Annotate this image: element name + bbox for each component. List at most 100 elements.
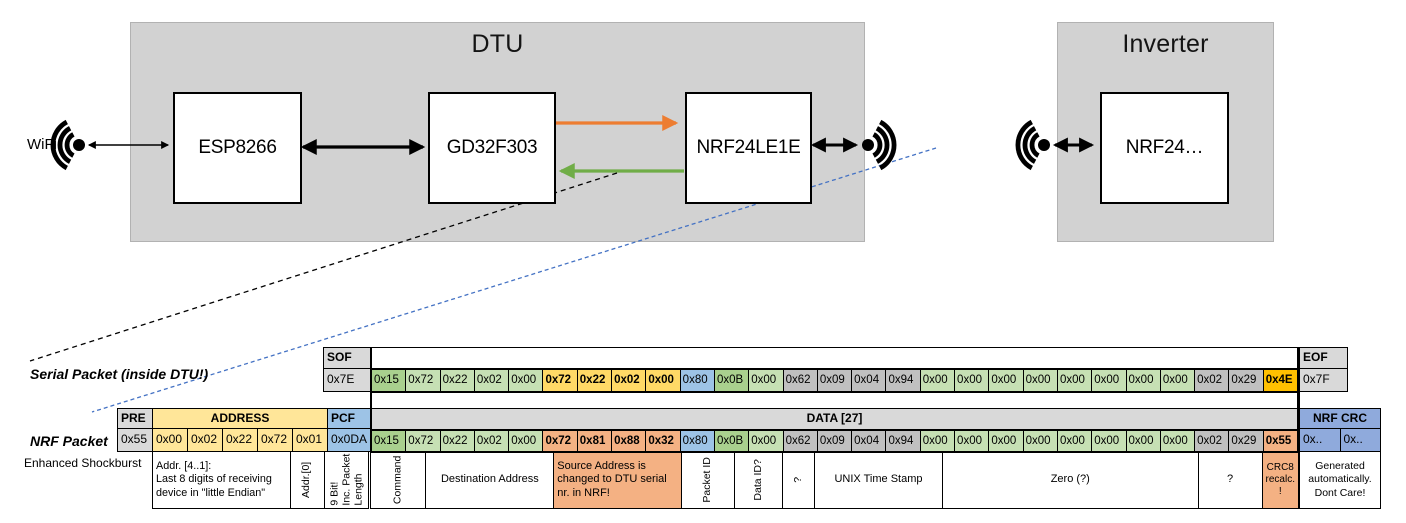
- nrf-packet-label: NRF Packet: [30, 433, 108, 449]
- annotation-cell: ?: [1199, 452, 1263, 508]
- nrf24le1e-label: NRF24LE1E: [696, 137, 801, 158]
- esp8266-box: ESP8266: [173, 92, 302, 204]
- gd32f303-box: GD32F303: [428, 92, 556, 204]
- crc-annotation-text: Generated automatically. Dont Care!: [1308, 460, 1372, 499]
- nrf24le1e-box: NRF24LE1E: [685, 92, 812, 204]
- byte-cell: 0x00: [1159, 431, 1195, 451]
- nrf-pre-column: PRE 0x55: [117, 408, 153, 452]
- byte-cell: 0x00: [1056, 431, 1092, 451]
- eof-value: 0x7F: [1299, 368, 1348, 392]
- byte-cell: 0x02: [611, 370, 646, 391]
- byte-cell: 0x88: [611, 431, 646, 451]
- esp8266-label: ESP8266: [198, 137, 277, 158]
- byte-cell: 0x22: [576, 370, 612, 391]
- byte-cell: 0x00: [988, 431, 1023, 451]
- pre-value: 0x55: [117, 428, 153, 452]
- pcf-value: 0x0DA: [327, 428, 372, 452]
- annotation-crc-cell: Generated automatically. Dont Care!: [1299, 452, 1381, 509]
- byte-cell: 0x94: [885, 370, 920, 391]
- byte-cell: 0x00: [1091, 370, 1126, 391]
- annotation-cell: UNIX Time Stamp: [815, 452, 943, 508]
- annotation-cell: Packet ID: [682, 452, 735, 508]
- wifi-label: WiFi: [27, 136, 57, 153]
- serial-sof-column: SOF 0x7E: [323, 347, 372, 392]
- serial-header-rule: [371, 347, 1299, 349]
- byte-cell: 0x0B: [713, 370, 749, 391]
- enhanced-shockburst-label: Enhanced Shockburst: [24, 456, 142, 470]
- address-byte-cell: 0x22: [222, 428, 258, 452]
- address-byte-cell: 0x00: [152, 428, 188, 452]
- byte-cell: 0x55: [1262, 431, 1298, 451]
- eof-header: EOF: [1299, 347, 1348, 369]
- inverter-title: Inverter: [1122, 30, 1209, 58]
- wifi-signal-icon-inverter-radio: [1015, 119, 1050, 171]
- byte-cell: 0x00: [1125, 370, 1160, 391]
- byte-cell: 0x80: [679, 431, 714, 451]
- byte-cell: 0x29: [1228, 370, 1263, 391]
- byte-cell: 0x00: [508, 370, 543, 391]
- nrf-crc-values-row: 0x..0x..: [1299, 428, 1381, 452]
- annotation-cell: 9 Bit! Inc. Packet Length: [324, 452, 369, 509]
- byte-cell: 0x09: [816, 370, 852, 391]
- nrf-crc-column: NRF CRC 0x..0x..: [1299, 408, 1381, 452]
- byte-cell: 0x00: [954, 431, 989, 451]
- byte-cell: 0x00: [954, 370, 989, 391]
- byte-cell: 0x72: [542, 431, 577, 451]
- byte-cell: 0x00: [748, 431, 783, 451]
- byte-cell: 0x00: [919, 431, 955, 451]
- nrf-pcf-column: PCF 0x0DA: [327, 408, 372, 452]
- byte-cell: 0x22: [439, 431, 474, 451]
- byte-cell: 0x02: [473, 431, 509, 451]
- annotation-cell: ?: [783, 452, 816, 508]
- byte-cell: 0x00: [1056, 370, 1092, 391]
- byte-cell: 0x72: [405, 370, 440, 391]
- byte-cell: 0x00: [988, 370, 1023, 391]
- dtu-title: DTU: [471, 30, 524, 58]
- inverter-nrf24-box: NRF24…: [1100, 92, 1229, 204]
- sof-value: 0x7E: [323, 368, 372, 392]
- byte-cell: 0x62: [782, 370, 817, 391]
- byte-cell: 0x15: [372, 431, 406, 451]
- byte-cell: 0x80: [679, 370, 714, 391]
- byte-cell: 0x0B: [713, 431, 749, 451]
- byte-cell: 0x4E: [1262, 370, 1298, 391]
- byte-cell: 0x29: [1228, 431, 1263, 451]
- inverter-nrf24-label: NRF24…: [1125, 137, 1204, 158]
- data-align-connector-left: [369, 347, 372, 453]
- byte-cell: 0x15: [372, 370, 406, 391]
- byte-cell: 0x02: [1194, 431, 1229, 451]
- pcf-header: PCF: [327, 408, 372, 429]
- byte-cell: 0x22: [439, 370, 474, 391]
- byte-cell: 0x81: [576, 431, 612, 451]
- byte-cell: 0x00: [645, 370, 680, 391]
- byte-cell: 0x00: [1022, 370, 1057, 391]
- annotation-cell: Command: [371, 452, 427, 508]
- address-byte-cell: 0x02: [187, 428, 223, 452]
- serial-packet-label: Serial Packet (inside DTU!): [30, 366, 209, 382]
- nrf-data-header: DATA [27]: [370, 408, 1299, 430]
- byte-cell: 0x00: [748, 370, 783, 391]
- annotation-cell: Addr.[0]: [290, 452, 325, 509]
- gd32f303-label: GD32F303: [446, 137, 538, 158]
- byte-cell: 0x00: [1022, 431, 1057, 451]
- crc-byte-cell: 0x..: [1339, 428, 1381, 452]
- byte-cell: 0x00: [1091, 431, 1126, 451]
- byte-cell: 0x72: [542, 370, 577, 391]
- annotation-cell: CRC8 recalc. !: [1262, 452, 1298, 508]
- annotation-cell: Source Address is changed to DTU serial …: [554, 452, 683, 508]
- address-byte-cell: 0x72: [257, 428, 293, 452]
- byte-cell: 0x02: [1194, 370, 1229, 391]
- wifi-signal-icon-dtu-radio: [862, 119, 897, 171]
- byte-cell: 0x62: [782, 431, 817, 451]
- pre-header: PRE: [117, 408, 153, 429]
- byte-cell: 0x00: [1125, 431, 1160, 451]
- serial-packet-leader-dashed: [29, 172, 618, 362]
- byte-cell: 0x09: [816, 431, 852, 451]
- sof-header: SOF: [323, 347, 372, 369]
